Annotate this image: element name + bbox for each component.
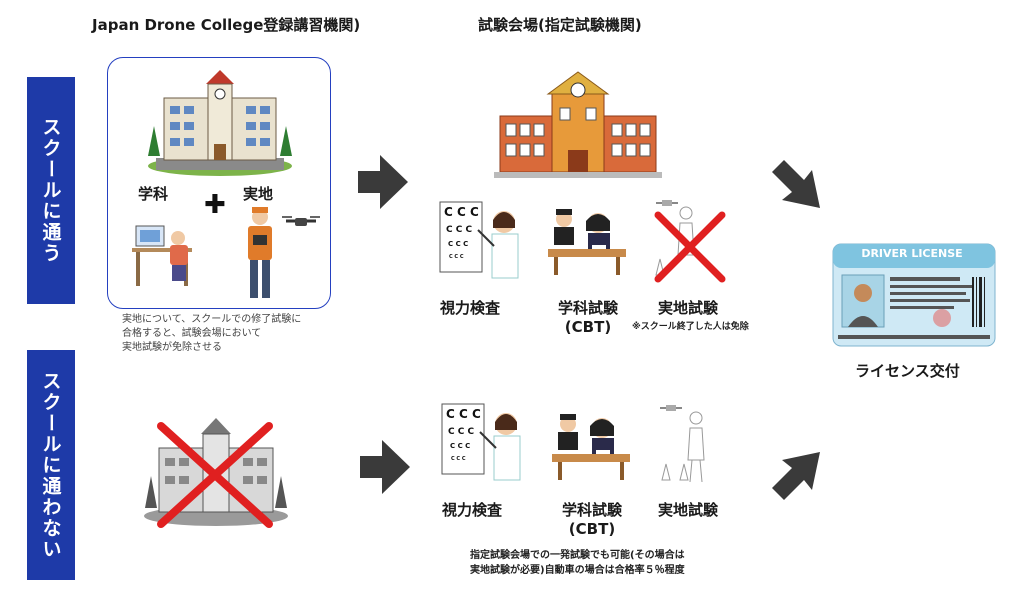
bottom-note-line-1: 指定試験会場での一発試験でも可能(その場合は bbox=[470, 550, 685, 561]
practical-label: 実地 bbox=[243, 185, 274, 203]
driver-license-card bbox=[832, 243, 996, 347]
not-attend-school-label: スクールに通わない bbox=[39, 370, 62, 560]
eye-test-illustration-top: C C C C C C C C C C C C bbox=[439, 201, 519, 279]
arrow-right-top bbox=[358, 155, 408, 209]
practical-test-illustration-top bbox=[654, 200, 726, 283]
plus-icon: ✚ bbox=[204, 190, 226, 220]
eye-test-label-bottom: 視力検査 bbox=[442, 501, 503, 519]
school-note-line-1: 実地について、スクールでの修了試験に bbox=[122, 314, 302, 325]
written-test-sub-top: (CBT) bbox=[564, 318, 612, 336]
svg-text:C C C: C C C bbox=[446, 407, 481, 421]
practical-test-illustration-bottom bbox=[660, 405, 705, 483]
school-note: 実地について、スクールでの修了試験に 合格すると、試験会場において 実地試験が免… bbox=[122, 313, 301, 355]
school-header: Japan Drone College登録講習機関) bbox=[92, 16, 361, 34]
svg-text:C C C: C C C bbox=[449, 254, 464, 260]
drone-pilot-illustration bbox=[248, 207, 320, 298]
written-test-label-top: 学科試験 bbox=[557, 299, 618, 317]
exam-building-illustration bbox=[494, 71, 662, 178]
academic-label: 学科 bbox=[138, 185, 169, 203]
school-building-illustration bbox=[148, 70, 292, 176]
arrow-diagonal-up-right bbox=[772, 452, 820, 500]
arrow-diagonal-down-right bbox=[772, 160, 820, 208]
bottom-note: 指定試験会場での一発試験でも可能(その場合は 実地試験が必要)自動車の場合は合格… bbox=[470, 548, 685, 578]
exam-site-header: 試験会場(指定試験機関) bbox=[478, 16, 642, 34]
written-test-illustration-top bbox=[548, 209, 626, 275]
bottom-note-line-2: 実地試験が必要)自動車の場合は合格率５％程度 bbox=[470, 565, 685, 576]
attend-school-band: スクールに通う bbox=[27, 77, 75, 304]
svg-text:C C C: C C C bbox=[446, 225, 472, 235]
svg-text:C C C: C C C bbox=[450, 442, 470, 450]
online-study-illustration bbox=[132, 225, 192, 286]
school-building-crossed-illustration bbox=[144, 418, 288, 528]
svg-text:C C C: C C C bbox=[451, 456, 466, 462]
svg-text:C C C: C C C bbox=[448, 427, 474, 437]
school-note-line-3: 実地試験が免除させる bbox=[122, 342, 222, 353]
not-attend-school-band: スクールに通わない bbox=[27, 350, 75, 580]
practical-test-label-top: 実地試験 bbox=[658, 299, 719, 317]
practical-test-label-bottom: 実地試験 bbox=[658, 501, 719, 519]
arrow-right-bottom bbox=[360, 440, 410, 494]
eye-test-illustration-bottom: C C C C C C C C C C C C bbox=[441, 403, 521, 481]
license-card-title: DRIVER LICENSE bbox=[861, 247, 963, 260]
svg-text:C C C: C C C bbox=[448, 240, 468, 248]
svg-text:C C C: C C C bbox=[444, 205, 479, 219]
school-note-line-2: 合格すると、試験会場において bbox=[122, 328, 262, 339]
written-test-sub-bottom: (CBT) bbox=[568, 520, 616, 538]
eye-test-label-top: 視力検査 bbox=[440, 299, 501, 317]
written-test-label-bottom: 学科試験 bbox=[561, 501, 622, 519]
practical-exempt-note: ※スクール終了した人は免除 bbox=[632, 322, 749, 332]
written-test-illustration-bottom bbox=[552, 414, 630, 480]
license-caption: ライセンス交付 bbox=[855, 362, 960, 380]
attend-school-label: スクールに通う bbox=[39, 117, 62, 264]
